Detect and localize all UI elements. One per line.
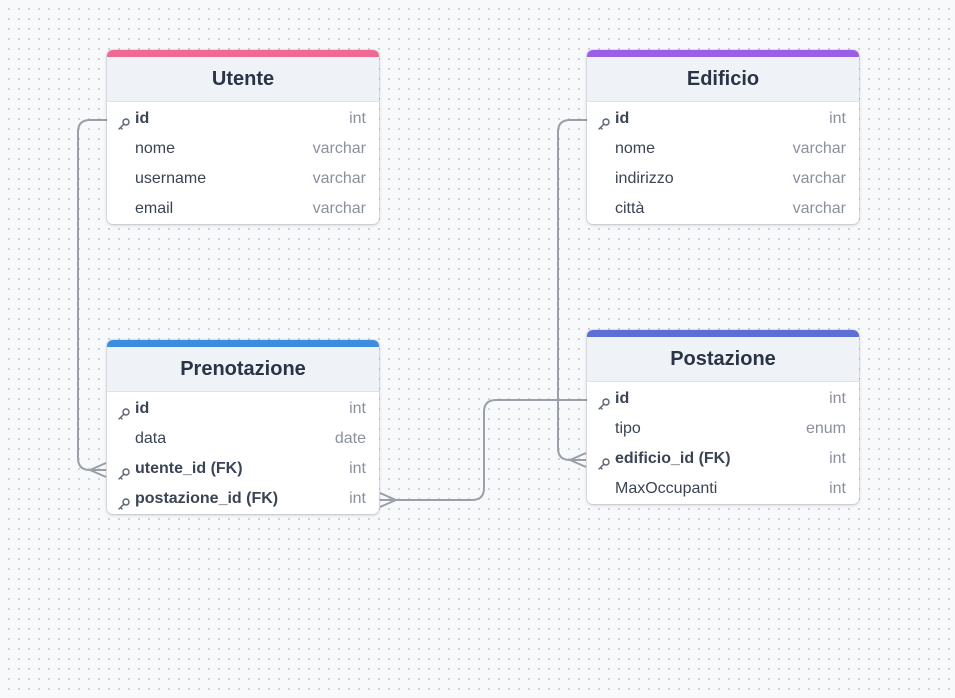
field-type: int (829, 390, 846, 407)
entity-color-bar (107, 340, 379, 347)
field-name: postazione_id (FK) (135, 490, 279, 507)
field-type: int (829, 110, 846, 127)
entity-field-list: id int nome varchar indirizzo varchar città var… (587, 102, 859, 224)
field-name: utente_id (FK) (135, 460, 243, 477)
entity-title[interactable]: Edificio (587, 57, 859, 102)
entity-title[interactable]: Prenotazione (107, 347, 379, 392)
field-name: id (135, 400, 150, 417)
field-row-username[interactable]: username varchar (107, 164, 379, 194)
field-row-id[interactable]: id int (107, 394, 379, 424)
field-type: date (334, 430, 366, 447)
field-name: edificio_id (FK) (615, 450, 731, 467)
key-icon (117, 462, 131, 480)
key-icon (117, 492, 131, 510)
field-name: tipo (615, 420, 641, 437)
field-row-citt[interactable]: città varchar (587, 194, 859, 224)
field-row-edificio-id-fk[interactable]: edificio_id (FK) int (587, 444, 859, 474)
field-row-maxoccupanti[interactable]: MaxOccupanti int (587, 474, 859, 504)
key-icon (597, 452, 611, 470)
entity-field-list: id int nome varchar username varchar email varc… (107, 102, 379, 224)
field-row-id[interactable]: id int (107, 104, 379, 134)
entity-prenotazione[interactable]: Prenotazione id int data date utente_id (FK) i… (107, 340, 379, 514)
field-type: int (829, 480, 846, 497)
field-type: varchar (312, 170, 366, 187)
field-type: varchar (312, 200, 366, 217)
edge-utente-prenotazione[interactable] (77, 119, 108, 471)
field-row-postazione-id-fk[interactable]: postazione_id (FK) int (107, 484, 379, 514)
field-type: int (349, 400, 366, 417)
field-type: int (349, 110, 366, 127)
field-name: username (135, 170, 207, 187)
field-name: email (135, 200, 174, 217)
key-icon (597, 392, 611, 410)
field-name: indirizzo (615, 170, 674, 187)
field-row-tipo[interactable]: tipo enum (587, 414, 859, 444)
crowfoot-postazione-prenotazione (379, 492, 397, 508)
edge-postazione-prenotazione[interactable] (380, 399, 588, 501)
field-name: id (615, 110, 630, 127)
field-name: nome (615, 140, 656, 157)
field-name: MaxOccupanti (615, 480, 718, 497)
key-icon (117, 402, 131, 420)
field-row-nome[interactable]: nome varchar (107, 134, 379, 164)
field-row-id[interactable]: id int (587, 104, 859, 134)
field-type: int (349, 490, 366, 507)
entity-edificio[interactable]: Edificio id int nome varchar indirizzo varchar… (587, 50, 859, 224)
crowfoot-edificio-postazione (569, 452, 587, 468)
entity-color-bar (587, 330, 859, 337)
field-type: int (829, 450, 846, 467)
field-name: data (135, 430, 167, 447)
edge-edificio-postazione[interactable] (557, 119, 588, 461)
field-type: varchar (792, 200, 846, 217)
entity-color-bar (107, 50, 379, 57)
field-name: id (615, 390, 630, 407)
key-icon (117, 112, 131, 130)
key-icon (597, 112, 611, 130)
field-name: nome (135, 140, 176, 157)
field-type: varchar (312, 140, 366, 157)
entity-title[interactable]: Postazione (587, 337, 859, 382)
field-name: id (135, 110, 150, 127)
entity-title[interactable]: Utente (107, 57, 379, 102)
field-row-id[interactable]: id int (587, 384, 859, 414)
field-row-data[interactable]: data date (107, 424, 379, 454)
field-type: varchar (792, 140, 846, 157)
field-name: città (615, 200, 645, 217)
field-type: varchar (792, 170, 846, 187)
field-row-utente-id-fk[interactable]: utente_id (FK) int (107, 454, 379, 484)
entity-postazione[interactable]: Postazione id int tipo enum edificio_id (FK) i… (587, 330, 859, 504)
field-row-nome[interactable]: nome varchar (587, 134, 859, 164)
field-row-indirizzo[interactable]: indirizzo varchar (587, 164, 859, 194)
field-type: enum (805, 420, 846, 437)
crowfoot-utente-prenotazione (89, 462, 107, 478)
field-type: int (349, 460, 366, 477)
field-row-email[interactable]: email varchar (107, 194, 379, 224)
entity-color-bar (587, 50, 859, 57)
